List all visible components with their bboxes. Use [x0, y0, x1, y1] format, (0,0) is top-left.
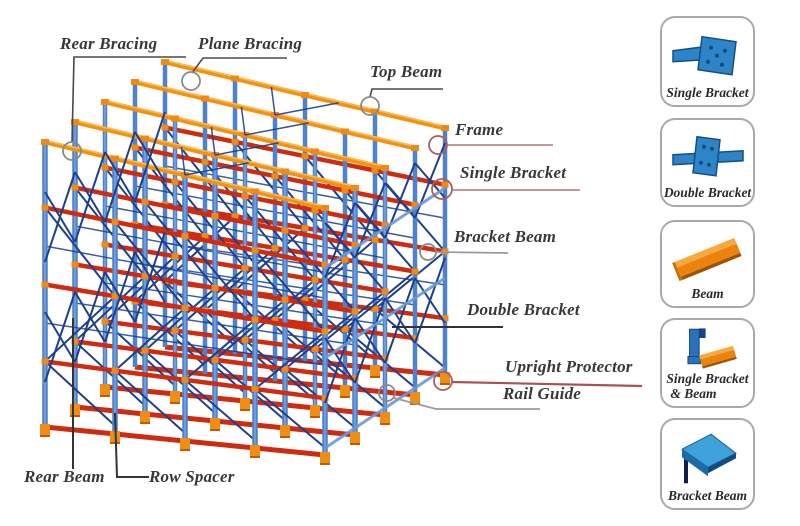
label-plane-bracing: Plane Bracing	[198, 34, 303, 53]
part-card-label: Double Bracket	[663, 185, 752, 201]
single-bracket-and-beam-image	[686, 328, 737, 369]
label-frame: Frame	[455, 120, 504, 139]
part-card-beam: Beam	[660, 220, 755, 308]
part-card-label: Single Bracket& Beam	[666, 370, 749, 402]
label-top-beam: Top Beam	[370, 62, 443, 81]
label-upright-protector: Upright Protector	[505, 357, 633, 376]
part-card-double-bracket: Double Bracket	[660, 118, 755, 207]
label-rear-beam: Rear Beam	[24, 467, 105, 486]
marker-frame	[428, 135, 553, 155]
marker-rail-guide	[378, 384, 540, 410]
marker-single-bracket	[431, 178, 580, 200]
beam-image	[671, 237, 742, 282]
part-card-label: Beam	[691, 286, 724, 302]
part-card-bracket-beam: Bracket Beam	[660, 418, 755, 510]
marker-plane-bracing	[181, 57, 287, 91]
label-bracket-beam: Bracket Beam	[454, 227, 557, 246]
single-bracket-image	[671, 35, 737, 76]
part-card-label: Bracket Beam	[667, 488, 748, 504]
parts-sidebar: Single Bracket Double Bracket Beam	[658, 0, 758, 526]
annotation-markers	[62, 56, 643, 478]
part-card-single-bracket-and-beam: Single Bracket& Beam	[660, 318, 755, 408]
rack-frames	[40, 59, 450, 465]
label-rear-bracing: Rear Bracing	[60, 34, 158, 53]
marker-bracket-beam	[419, 243, 509, 261]
label-rail-guide: Rail Guide	[503, 384, 582, 403]
bracket-beam-image	[680, 433, 737, 484]
label-row-spacer: Row Spacer	[149, 467, 235, 486]
part-card-label: Single Bracket	[666, 85, 749, 101]
label-single-bracket: Single Bracket	[460, 163, 567, 182]
marker-row-spacer	[114, 412, 149, 478]
marker-top-beam	[360, 88, 443, 116]
marker-rear-bracing	[62, 56, 186, 161]
double-bracket-image	[671, 135, 744, 177]
rack-right-face-bracing	[44, 86, 446, 450]
label-double-bracket: Double Bracket	[467, 300, 580, 319]
part-card-single-bracket: Single Bracket	[660, 16, 755, 107]
marker-upright-protector	[433, 371, 643, 391]
